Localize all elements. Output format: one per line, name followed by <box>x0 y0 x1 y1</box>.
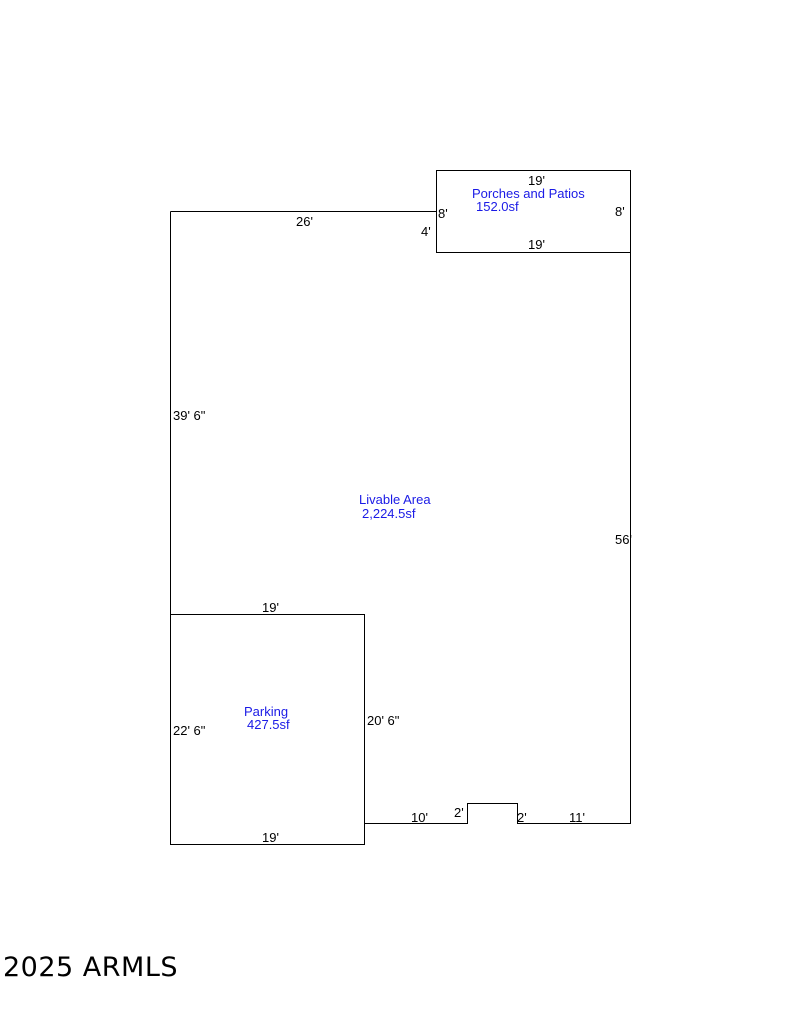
bottom-wall-11-dimension: 11' <box>569 810 585 825</box>
notch-right-dimension: 2' <box>517 810 527 825</box>
livable-area-sqft: 2,224.5sf <box>362 506 416 521</box>
porch-bottom-dimension: 19' <box>528 237 545 252</box>
porch-right-dimension: 8' <box>615 204 625 219</box>
parking-area-name: Parking <box>244 704 288 719</box>
parking-top-dimension: 19' <box>262 600 279 615</box>
left-wall-dimension: 39' 6" <box>173 408 206 423</box>
porch-area-sqft: 152.0sf <box>476 199 519 214</box>
porch-left-dimension: 8' <box>438 206 448 221</box>
porch-outline <box>436 170 631 253</box>
bottom-wall-10-dimension: 10' <box>411 810 428 825</box>
porch-top-dimension: 19' <box>528 173 545 188</box>
top-wall-dimension: 26' <box>296 214 313 229</box>
parking-right-dimension: 20' 6" <box>367 713 400 728</box>
porch-area-name: Porches and Patios <box>472 186 585 201</box>
copyright-watermark: 2025 ARMLS <box>3 952 179 983</box>
livable-area-name: Livable Area <box>359 492 431 507</box>
parking-left-dimension: 22' 6" <box>173 723 206 738</box>
livable-area-outline <box>170 211 631 824</box>
parking-outline <box>170 614 365 845</box>
parking-bottom-dimension: 19' <box>262 830 279 845</box>
parking-area-sqft: 427.5sf <box>247 717 290 732</box>
notch-left-dimension: 2' <box>454 805 464 820</box>
right-wall-dimension: 56' <box>615 532 632 547</box>
step-dimension: 4' <box>421 224 431 239</box>
